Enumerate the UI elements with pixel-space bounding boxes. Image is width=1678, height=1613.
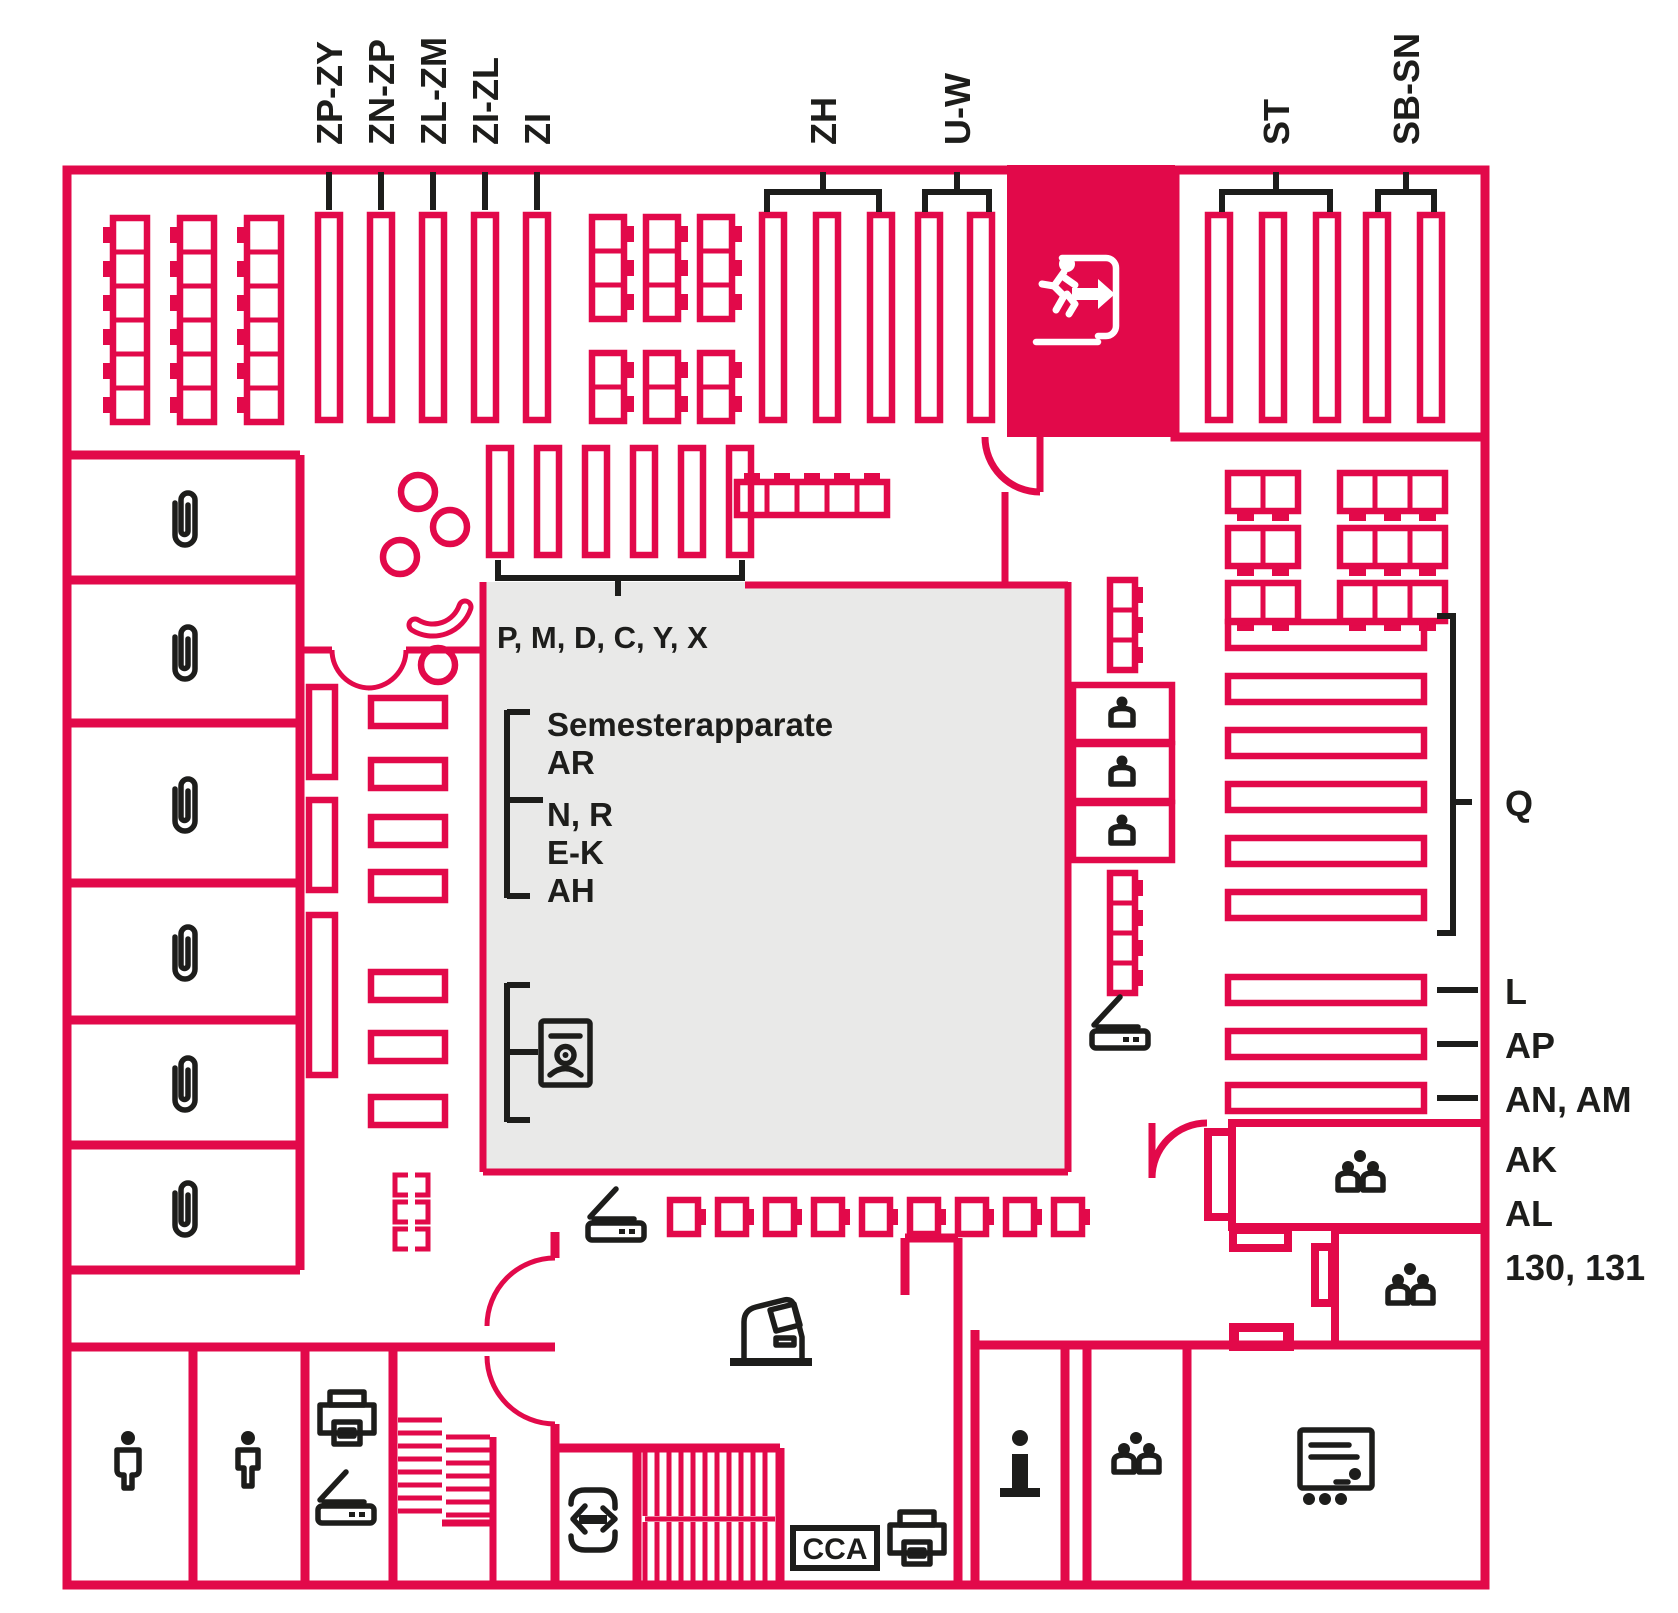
semester-group-nr: N, R — [547, 796, 613, 833]
carrel-table-row — [670, 1200, 1090, 1234]
wc-room-2 — [235, 1431, 261, 1489]
shelf-label-zl-zm: ZL-ZM — [413, 37, 454, 145]
shelves-left-of-semesterapparate — [305, 683, 445, 1125]
table-strip-center — [737, 473, 887, 515]
single-workrooms — [1069, 681, 1176, 864]
shelf-row-label: P, M, D, C, Y, X — [497, 620, 708, 655]
shelf-label-sb-sn: SB-SN — [1386, 33, 1427, 145]
semester-group-ar: AR — [547, 744, 595, 781]
stairs-small — [398, 1417, 490, 1518]
shelf-label-u-w: U-W — [937, 73, 978, 145]
printer-icon — [320, 1392, 374, 1444]
copy-room — [318, 1392, 374, 1523]
group-room-icon — [1388, 1263, 1433, 1303]
wc-room-1 — [114, 1431, 142, 1491]
reading-tables-top-middle — [592, 217, 742, 421]
shelf-labels-right: Q L AP AN, AM — [1505, 783, 1632, 1120]
room-label-130-131: 130, 131 — [1505, 1247, 1645, 1288]
carrel-cluster — [395, 1175, 428, 1249]
shelf-label-zh: ZH — [803, 97, 844, 145]
group-room-icon — [1338, 1150, 1383, 1190]
group-room-icon — [1114, 1432, 1159, 1472]
copy-card-station: CCA — [790, 1525, 880, 1571]
shelf-label-st: ST — [1256, 99, 1297, 145]
emergency-exit-icon — [1032, 254, 1120, 346]
shelves-right-l-ap-anam — [1228, 977, 1424, 1111]
shelves-sb-sn — [1366, 215, 1442, 420]
room-labels-right: AK AL 130, 131 — [1505, 1139, 1645, 1288]
scanner-icon — [318, 1472, 374, 1523]
emergency-exit-block — [1007, 165, 1175, 437]
shelf-label-l: L — [1505, 971, 1527, 1012]
book-return-icon — [730, 1296, 812, 1366]
shelves-zh — [762, 215, 892, 420]
shelf-label-zi: ZI — [517, 113, 558, 145]
shelves-pmdcyx — [489, 448, 751, 555]
center-labels: P, M, D, C, Y, X Semesterapparate AR N, … — [497, 620, 833, 909]
shelves-right-q — [1228, 622, 1424, 918]
reading-tables-top-left — [103, 218, 281, 422]
shelf-label-zi-zl: ZI-ZL — [465, 57, 506, 145]
information-icon — [1000, 1430, 1040, 1497]
shelf-label-q: Q — [1505, 783, 1533, 824]
shelf-label-an-am: AN, AM — [1505, 1079, 1632, 1120]
single-person-icon — [1111, 756, 1133, 785]
reading-tables-top-right — [1228, 473, 1445, 631]
shelf-label-zp-zy: ZP-ZY — [309, 41, 350, 145]
wc-person-icon — [235, 1447, 261, 1489]
stairs-main — [642, 1452, 775, 1585]
scanner-icon — [588, 1189, 644, 1240]
shelf-label-ap: AP — [1505, 1025, 1555, 1066]
interior-walls — [67, 170, 1489, 1585]
room-label-al: AL — [1505, 1193, 1553, 1234]
label-connectors-right — [1437, 613, 1478, 1101]
single-person-icon — [1111, 697, 1133, 726]
shelf-label-zn-zp: ZN-ZP — [361, 39, 402, 145]
single-person-icon — [1111, 815, 1133, 844]
room-label-ak: AK — [1505, 1139, 1557, 1180]
shelves-st — [1208, 215, 1338, 420]
shelves-z-range — [318, 215, 548, 420]
presentation-screen-icon — [1297, 1427, 1375, 1505]
semesterapparate-title: Semesterapparate — [547, 706, 833, 743]
wc-person-icon — [114, 1447, 142, 1491]
label-connectors-center — [495, 560, 745, 1123]
round-tables — [379, 471, 474, 686]
shelves-u-w — [918, 215, 992, 420]
entrance-icon — [568, 1487, 618, 1553]
workrooms-paperclip — [175, 493, 195, 1235]
label-connectors-top — [326, 172, 1437, 212]
shelf-labels-top: ZP-ZY ZN-ZP ZL-ZM ZI-ZL ZI ZH U-W ST SB-… — [309, 33, 1427, 145]
cca-label: CCA — [803, 1533, 868, 1566]
scanner-icon — [1092, 997, 1148, 1048]
semester-group-ek: E-K — [547, 834, 604, 871]
printer-icon — [890, 1512, 944, 1564]
semester-group-ah: AH — [547, 872, 595, 909]
library-card-icon — [538, 1018, 593, 1088]
